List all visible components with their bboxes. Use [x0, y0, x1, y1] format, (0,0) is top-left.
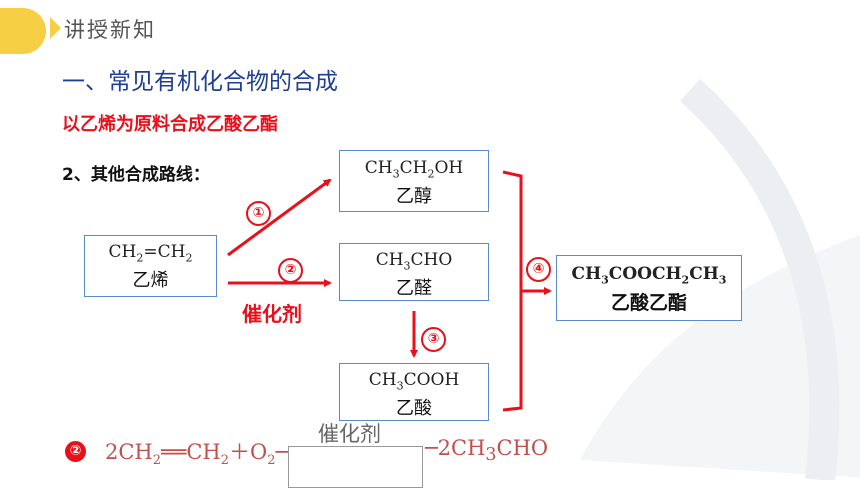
acetaldehyde-name: 乙醛	[396, 278, 432, 300]
header-tab-label: 讲授新知	[64, 18, 156, 42]
routes-label: 2、其他合成路线：	[62, 165, 210, 185]
node-ethyl-acetate: CH3COOCH2CH3 乙酸乙酯	[556, 255, 742, 321]
step-3-marker: ③	[421, 327, 446, 352]
bracket-4	[502, 170, 523, 412]
arrow-1	[227, 178, 332, 257]
node-acetaldehyde: CH3CHO 乙醛	[339, 243, 489, 301]
node-ethanol: CH3CH2OH 乙醇	[339, 150, 489, 212]
step-4-marker: ④	[526, 257, 551, 282]
ethyl-acetate-name: 乙酸乙酯	[610, 292, 687, 315]
equation-catalyst: 催化剂	[318, 422, 381, 446]
catalyst-label: 催化剂	[242, 302, 302, 326]
acetaldehyde-formula: CH3CHO	[375, 250, 453, 273]
header-tab-pill	[0, 8, 46, 54]
ethylene-name: 乙烯	[132, 270, 169, 292]
background-decoration	[580, 78, 860, 480]
section-title: 一、常见有机化合物的合成	[62, 69, 338, 95]
acetic-acid-name: 乙酸	[396, 398, 432, 420]
equation-right-side: ─2CH3CHO	[425, 436, 549, 466]
ethanol-formula: CH3CH2OH	[364, 158, 464, 181]
header-tab-arrow	[50, 17, 61, 39]
ethylene-formula: CH2=CH2	[108, 242, 193, 265]
equation-blank-box	[288, 446, 423, 488]
node-acetic-acid: CH3COOH 乙酸	[339, 363, 489, 421]
node-ethylene: CH2=CH2 乙烯	[84, 235, 217, 297]
ethyl-acetate-formula: CH3COOCH2CH3	[571, 264, 727, 287]
subtitle: 以乙烯为原料合成乙酸乙酯	[62, 114, 278, 135]
equation-step-marker: ②	[65, 441, 86, 462]
step-1-marker: ①	[246, 201, 271, 226]
ethanol-name: 乙醇	[396, 186, 432, 208]
equation-left-side: 2CH2══CH2＋O2─	[105, 440, 289, 469]
step-2-marker: ②	[278, 258, 303, 283]
acetic-acid-formula: CH3COOH	[368, 370, 460, 393]
